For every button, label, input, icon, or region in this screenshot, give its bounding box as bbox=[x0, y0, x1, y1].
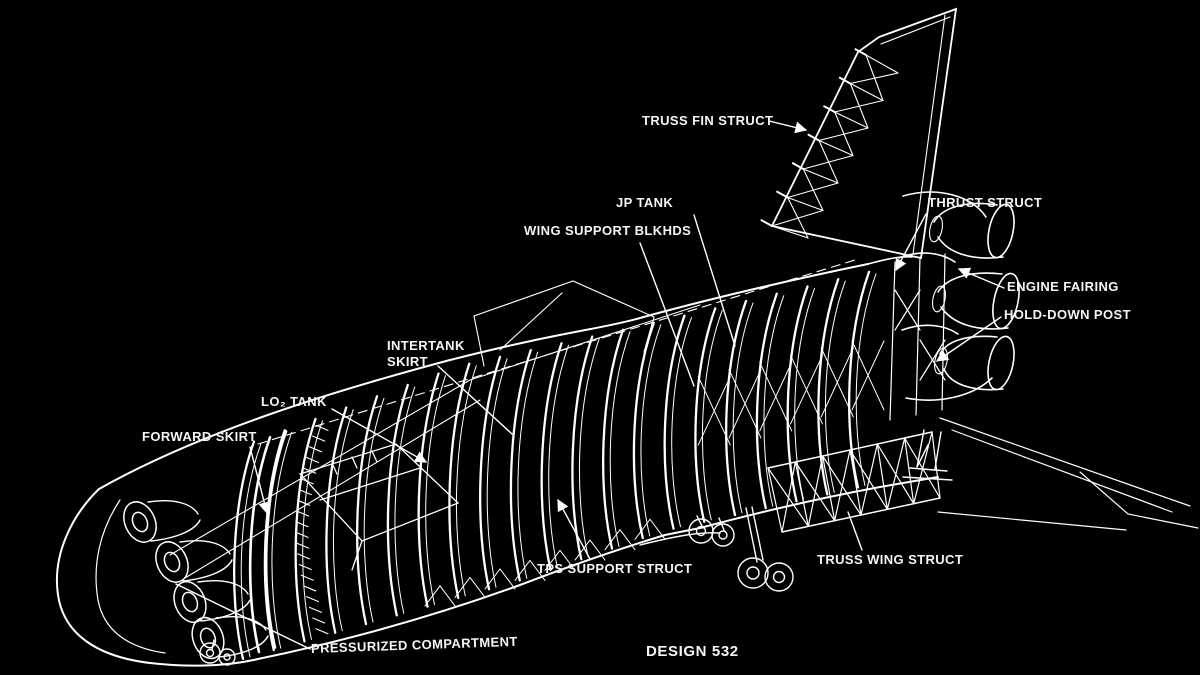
leader-engine-fairing bbox=[957, 267, 1005, 289]
leader-tps-support-struct bbox=[557, 498, 591, 560]
label-jp-tank: JP TANK bbox=[616, 195, 674, 210]
pressurized-compartment-drawing bbox=[298, 443, 460, 571]
thrust-structure bbox=[889, 253, 946, 421]
label-forward-skirt: FORWARD SKIRT bbox=[142, 429, 257, 444]
label-truss-wing-struct: TRUSS WING STRUCT bbox=[817, 552, 964, 567]
leader-truss-wing-struct bbox=[847, 511, 863, 551]
leader-hold-down-post bbox=[936, 316, 1002, 362]
tps-support-lattice bbox=[424, 518, 666, 607]
leader-lo2-tank bbox=[331, 408, 428, 463]
wing-outline bbox=[937, 417, 1199, 531]
design-number-label: DESIGN 532 bbox=[646, 643, 739, 660]
leader-truss-fin-struct bbox=[768, 120, 808, 134]
tail-fin bbox=[770, 7, 958, 260]
label-engine-fairing: ENGINE FAIRING bbox=[1007, 279, 1119, 294]
engine-fairing-cowl bbox=[902, 191, 987, 218]
tank-dome-hatch-band bbox=[295, 424, 329, 635]
label-wing-support-blkhds: WING SUPPORT BLKHDS bbox=[524, 223, 692, 238]
leader-lines bbox=[175, 120, 1005, 650]
leader-thrust-struct bbox=[895, 213, 927, 272]
label-truss-fin-struct: TRUSS FIN STRUCT bbox=[642, 113, 774, 128]
label-thrust-struct: THRUST STRUCT bbox=[928, 195, 1043, 210]
hold-down-post-drawing bbox=[902, 429, 953, 481]
leader-pressurized-compartment bbox=[175, 583, 311, 650]
leader-forward-skirt bbox=[249, 446, 271, 515]
fuselage-silhouette bbox=[56, 255, 939, 667]
forward-engine-cluster bbox=[123, 500, 269, 660]
aft-engine-cluster bbox=[898, 191, 1020, 401]
label-tps-support-struct: TPS SUPPORT STRUCT bbox=[537, 561, 693, 576]
leader-intertank-skirt bbox=[437, 365, 513, 435]
truss-fin-lattice bbox=[760, 48, 899, 239]
truss-wing-lattice bbox=[767, 431, 941, 533]
fuselage-frames bbox=[233, 270, 885, 660]
label-lo2-tank: LO₂ TANK bbox=[261, 394, 327, 409]
label-intertank-skirt: INTERTANK SKIRT bbox=[387, 338, 465, 369]
landing-gear bbox=[199, 506, 794, 666]
label-hold-down-post: HOLD-DOWN POST bbox=[1004, 307, 1131, 322]
leader-jp-tank bbox=[693, 214, 736, 347]
leader-wing-support-blkhds bbox=[639, 242, 695, 387]
